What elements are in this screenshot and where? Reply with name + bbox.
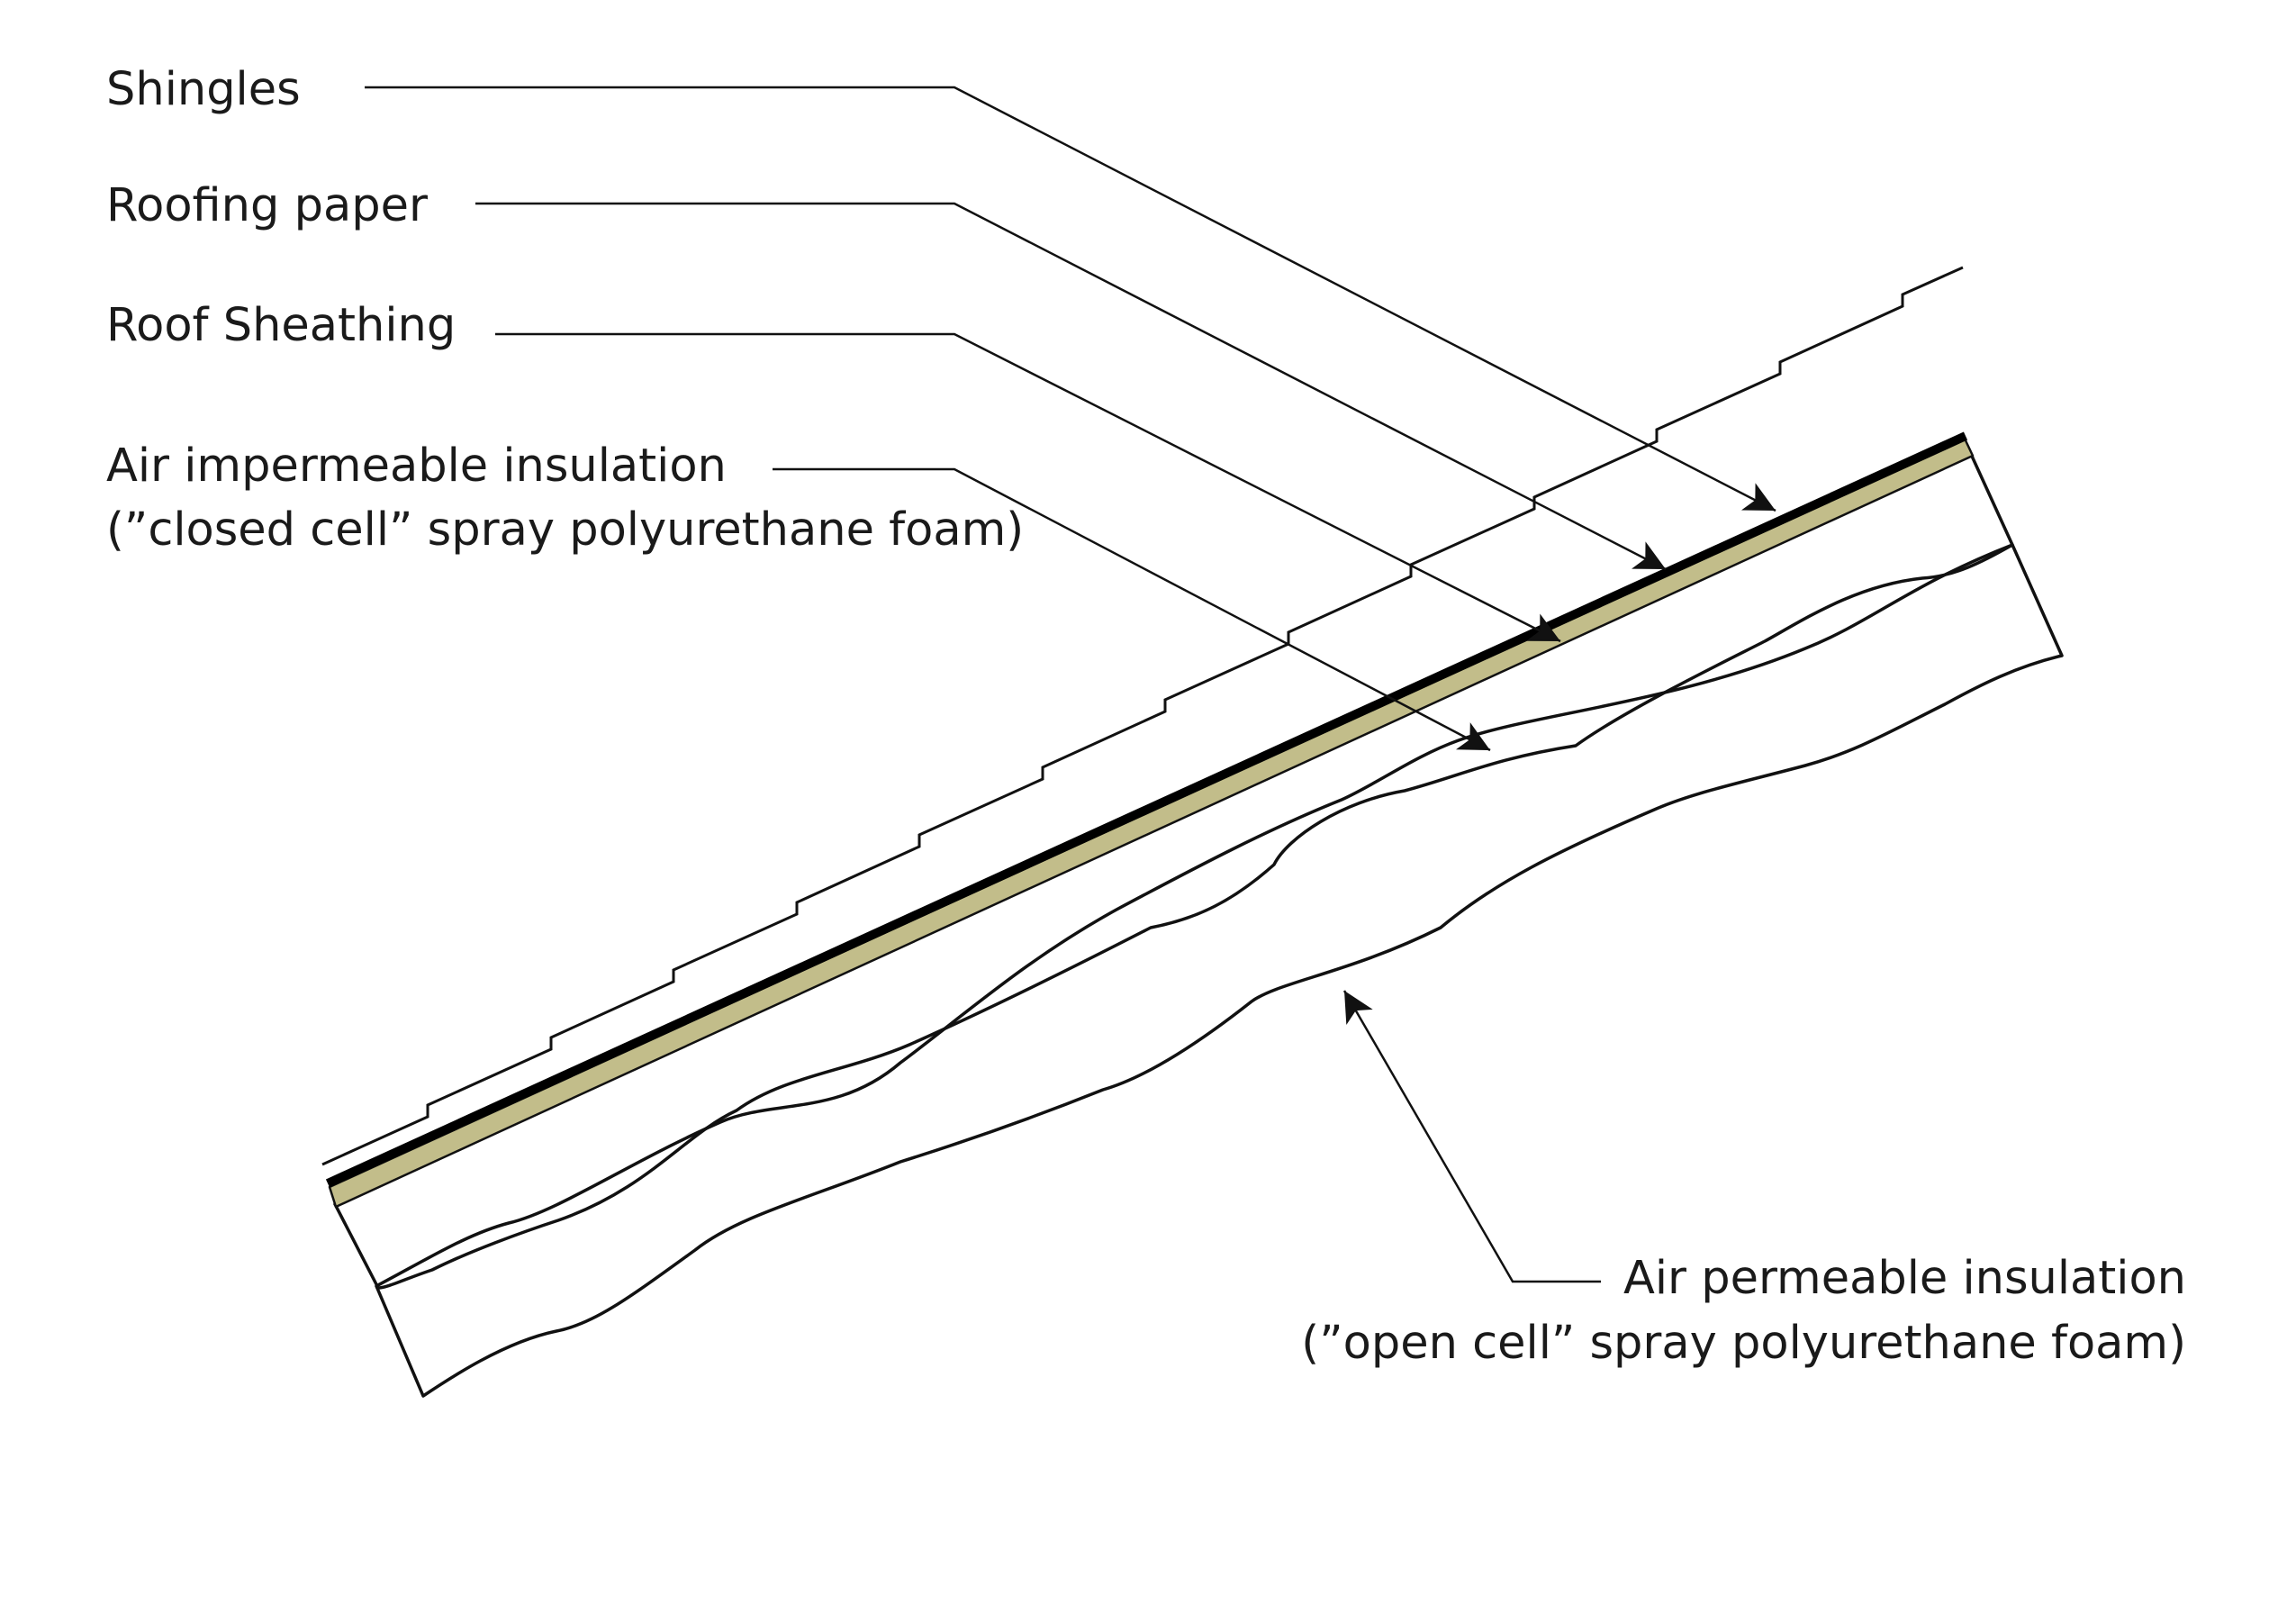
shingles-label: Shingles — [106, 63, 301, 116]
shingles-leader-line — [365, 86, 1776, 512]
closed-cell-foam-layer — [333, 450, 2014, 1290]
air-permeable-label: Air permeable insulation — [1623, 1252, 2186, 1305]
roofing-paper-layer — [325, 431, 1968, 1188]
roof-sheathing-leader-line — [495, 332, 1561, 643]
shingles-layer — [321, 266, 1964, 1166]
air-impermeable-label: Air impermeable insulation — [106, 439, 727, 493]
air-permeable-sublabel: (”open cell” spray polyurethane foam) — [1301, 1317, 2186, 1370]
air-impermeable-sublabel: (”closed cell” spray polyurethane foam) — [106, 503, 1024, 557]
roof-sheathing-label: Roof Sheathing — [106, 299, 456, 352]
roofing-paper-label: Roofing paper — [106, 179, 428, 232]
air-impermeable-leader-line — [773, 467, 1491, 752]
air-permeable-leader-line — [1342, 990, 1601, 1283]
open-cell-foam-layer — [375, 543, 2064, 1398]
roofing-paper-leader-line — [475, 202, 1667, 571]
